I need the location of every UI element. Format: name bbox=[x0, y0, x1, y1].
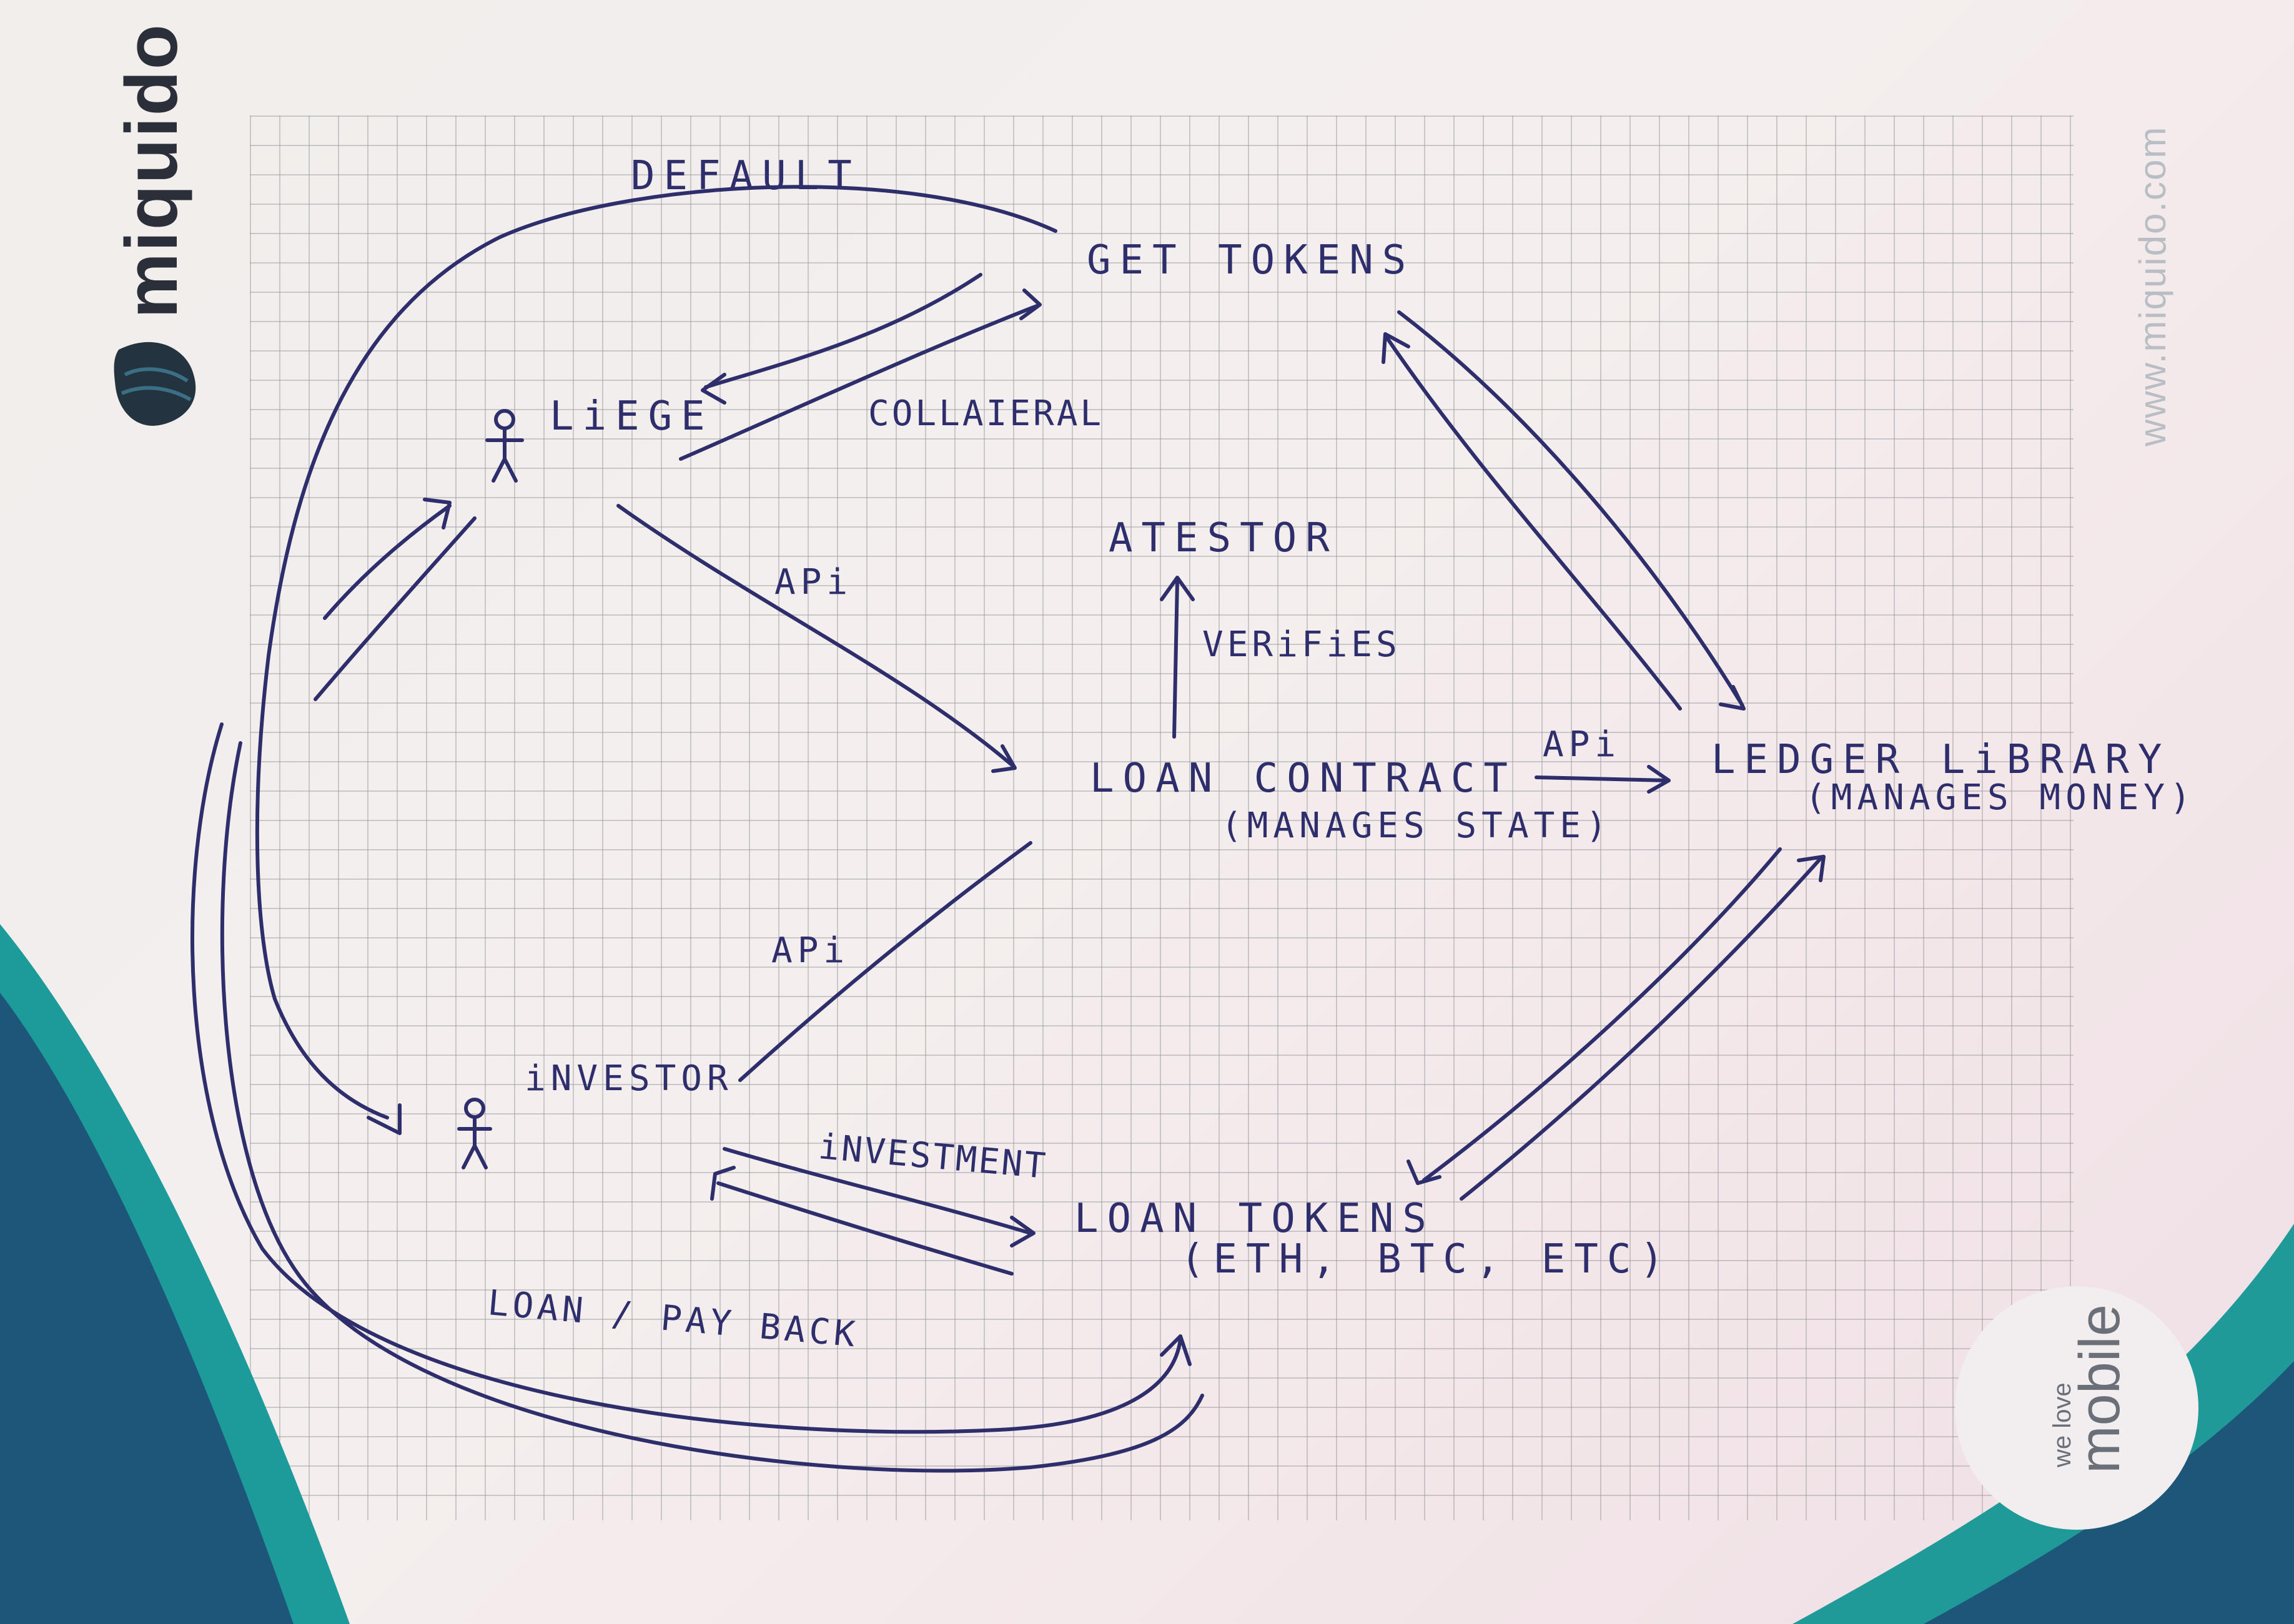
slogan-badge bbox=[1955, 1286, 2198, 1530]
node-ledger-library: LEDGER LiBRARY bbox=[1711, 737, 2171, 783]
liege-to-contract-arrowhead bbox=[991, 744, 1017, 773]
node-atestor: ATESTOR bbox=[1109, 515, 1338, 561]
investment-arrowhead-2 bbox=[710, 1166, 736, 1201]
liege-person-icon bbox=[485, 409, 524, 483]
verifies-arrowhead bbox=[1160, 576, 1195, 601]
liege-to-contract-line bbox=[616, 504, 1014, 767]
node-loan-tokens-note: (ETH, BTC, ETC) bbox=[1180, 1236, 1673, 1282]
ledger-to-tokens-arrowhead bbox=[1382, 332, 1410, 364]
investor-person-icon bbox=[457, 1098, 492, 1169]
loan-payback-arrowhead bbox=[1160, 1334, 1192, 1366]
ledger-to-loantokens-arrowhead bbox=[1407, 1159, 1441, 1185]
investment-line-2 bbox=[716, 1181, 1014, 1276]
to-liege-arrowhead bbox=[423, 498, 452, 529]
navy-swoosh-left bbox=[0, 993, 294, 1624]
tokens-to-ledger-arrowhead bbox=[1719, 685, 1746, 711]
ledger-to-tokens-line bbox=[1385, 335, 1682, 711]
graph-paper-grid bbox=[250, 116, 2074, 1520]
edge-label-api-liege: APi bbox=[774, 562, 853, 603]
contract-to-ledger-arrowhead bbox=[1647, 765, 1671, 794]
node-get-tokens: GET TOKENS bbox=[1087, 237, 1415, 283]
contract-to-ledger-line bbox=[1535, 775, 1669, 782]
to-liege-line-1 bbox=[323, 504, 452, 620]
node-loan-contract-note: (MANAGES STATE) bbox=[1221, 805, 1612, 846]
edge-label-verifies: VERiFiES bbox=[1202, 624, 1401, 665]
loantokens-to-ledger-arrowhead bbox=[1797, 855, 1826, 882]
tokens-to-liege-line bbox=[704, 273, 982, 389]
default-arc bbox=[255, 185, 1057, 1120]
investment-arrowhead-1 bbox=[1010, 1216, 1036, 1248]
liege-to-tokens-line bbox=[679, 304, 1039, 461]
node-ledger-library-note: (MANAGES MONEY) bbox=[1805, 777, 2196, 818]
default-arrowhead bbox=[367, 1103, 402, 1135]
miquido-logo-mark bbox=[114, 342, 196, 426]
tokens-to-liege-arrowhead bbox=[701, 373, 726, 405]
edge-label-collateral: COLLAIERAL bbox=[868, 393, 1104, 434]
node-liege: LiEGE bbox=[550, 393, 714, 440]
ledger-to-loantokens-line bbox=[1422, 847, 1782, 1182]
liege-to-tokens-arrowhead bbox=[1019, 288, 1042, 320]
verifies-line bbox=[1172, 579, 1179, 739]
investment-line-1 bbox=[723, 1147, 1032, 1235]
loantokens-to-ledger-line bbox=[1460, 857, 1822, 1201]
investor-to-contract-line bbox=[738, 841, 1032, 1082]
tokens-to-ledger-line bbox=[1397, 310, 1744, 707]
navy-swoosh-right bbox=[1924, 1361, 2294, 1624]
loan-payback-arc-2 bbox=[220, 741, 1204, 1473]
node-loan-tokens: LOAN TOKENS bbox=[1074, 1196, 1435, 1242]
to-liege-line-2 bbox=[314, 516, 477, 701]
edge-label-default: DEFAULT bbox=[631, 153, 861, 199]
loan-payback-arc-1 bbox=[190, 722, 1182, 1434]
edge-label-api-investor: APi bbox=[771, 930, 850, 971]
node-investor: iNVESTOR bbox=[525, 1058, 733, 1099]
node-loan-contract: LOAN CONTRACT bbox=[1090, 755, 1516, 802]
edge-label-api-ledger: APi bbox=[1543, 724, 1621, 765]
